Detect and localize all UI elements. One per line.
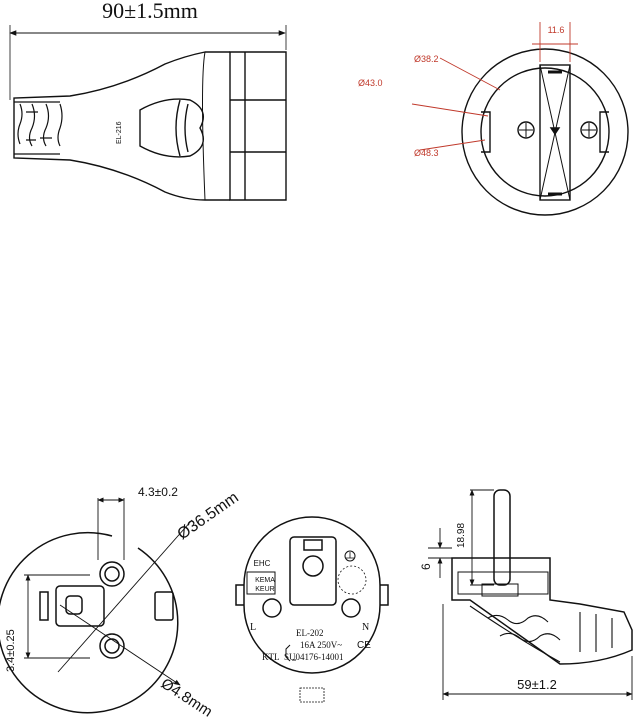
diameter-48-label: Ø48.3 [414, 148, 439, 158]
pin-length-label: 18.98 [456, 523, 467, 548]
connector-body [13, 51, 230, 201]
plug-length-label: 59±1.2 [517, 677, 557, 692]
diameter-38-label: Ø38.2 [414, 54, 439, 64]
pin-top [99, 561, 125, 587]
plug-body [451, 557, 633, 665]
model-mark-label: EL-216 [116, 121, 123, 144]
code-label: SU04176-14001 [284, 652, 344, 662]
vertical-offset-label: 3.4±0.25 [5, 629, 17, 672]
socket-n [341, 598, 361, 618]
length-dimension-label: 90±1.5mm [102, 0, 198, 23]
plug-face-view [0, 497, 193, 714]
pin-hole-left [517, 121, 535, 139]
outer-ring [461, 48, 629, 216]
cert-kema: KEMA [255, 577, 275, 584]
plug-pin [493, 489, 511, 586]
socket-l [262, 598, 282, 618]
connector-side-view [9, 25, 287, 201]
strain-relief-boot [139, 98, 204, 158]
label-neutral: N [362, 622, 369, 633]
width-dimension-line [532, 22, 578, 62]
plug-back-view [235, 516, 389, 703]
inner-ring [480, 67, 610, 197]
connector-front-view [411, 22, 629, 216]
length-dimension-line [9, 25, 287, 100]
socket-housing [229, 51, 287, 201]
plug-side-profile [428, 489, 633, 700]
pin-offset-label: 4.3±0.2 [138, 485, 178, 499]
cert-ehc: EHC [254, 559, 271, 568]
pin-hole-right [580, 121, 598, 139]
cert-keur: KEUR [255, 586, 274, 593]
model-label: EL-202 [296, 628, 324, 638]
grip-ribs [14, 101, 63, 155]
diameter-43-label: Ø43.0 [358, 78, 383, 88]
rating-label: 16A 250V~ [300, 640, 342, 650]
ce-mark: CE [357, 640, 371, 651]
diameter-label: Ø36.5mm [175, 489, 242, 543]
pin-bottom [99, 633, 125, 659]
width-dimension-label: 11.6 [548, 25, 565, 35]
earth-slot [539, 64, 571, 201]
earth-terminal [289, 536, 337, 606]
offset-label: 6 [419, 563, 433, 570]
earth-clip [55, 585, 105, 627]
cable-grip [469, 605, 613, 663]
code-prefix-label: KTL [262, 652, 280, 662]
label-line: L [250, 622, 256, 633]
pin-diameter-label: Ø4.8mm [158, 675, 215, 719]
plug-face-outline [0, 531, 179, 714]
